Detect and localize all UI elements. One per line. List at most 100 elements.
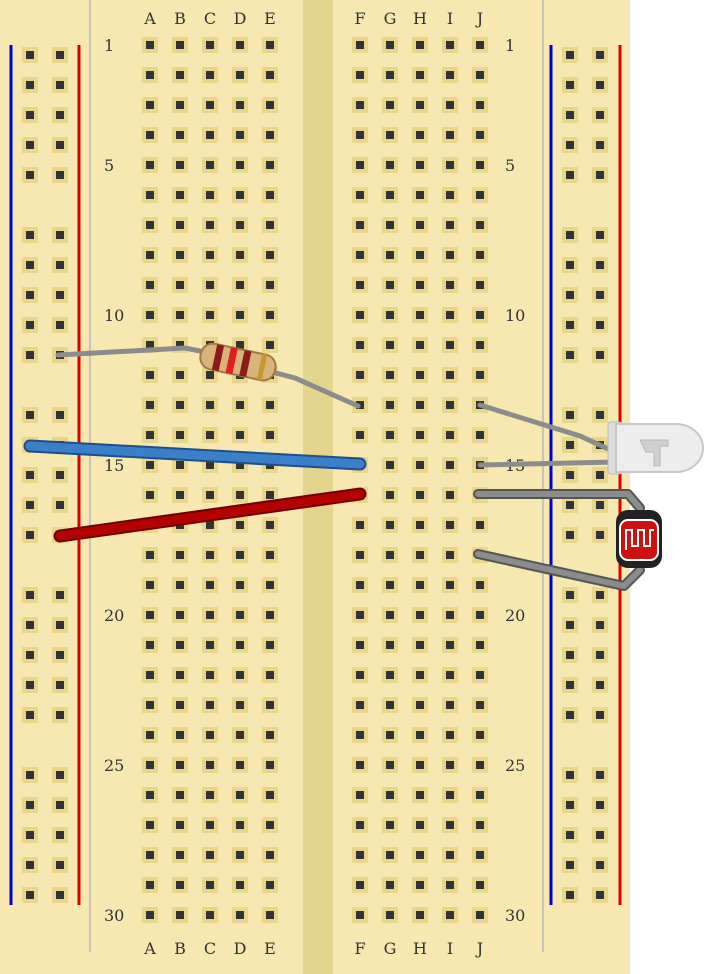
hole — [446, 551, 454, 559]
hole — [176, 191, 184, 199]
hole — [596, 171, 604, 179]
hole — [56, 831, 64, 839]
hole — [176, 341, 184, 349]
led[interactable] — [607, 421, 704, 475]
hole — [206, 71, 214, 79]
hole — [236, 41, 244, 49]
hole — [566, 261, 574, 269]
hole — [266, 851, 274, 859]
column-label-top: G — [384, 9, 397, 28]
hole — [146, 761, 154, 769]
hole — [56, 501, 64, 509]
hole — [176, 371, 184, 379]
hole — [446, 431, 454, 439]
hole — [26, 831, 34, 839]
hole — [176, 401, 184, 409]
hole — [206, 131, 214, 139]
hole — [416, 131, 424, 139]
hole — [386, 41, 394, 49]
hole — [266, 671, 274, 679]
hole — [446, 341, 454, 349]
hole — [386, 911, 394, 919]
hole — [386, 131, 394, 139]
hole — [476, 41, 484, 49]
hole — [236, 701, 244, 709]
hole — [176, 461, 184, 469]
hole — [356, 851, 364, 859]
hole — [566, 501, 574, 509]
hole — [206, 581, 214, 589]
hole — [266, 101, 274, 109]
hole — [176, 701, 184, 709]
hole — [236, 551, 244, 559]
hole — [146, 41, 154, 49]
hole — [386, 641, 394, 649]
hole — [416, 311, 424, 319]
row-number-right: 30 — [505, 906, 525, 925]
hole — [26, 621, 34, 629]
hole — [476, 911, 484, 919]
hole — [56, 171, 64, 179]
hole — [56, 471, 64, 479]
hole — [566, 141, 574, 149]
hole — [416, 881, 424, 889]
row-number-left: 25 — [104, 756, 124, 775]
hole — [146, 251, 154, 259]
hole — [236, 341, 244, 349]
hole — [386, 881, 394, 889]
hole — [26, 711, 34, 719]
hole — [236, 491, 244, 499]
hole — [236, 521, 244, 529]
hole — [356, 611, 364, 619]
hole — [266, 521, 274, 529]
hole — [266, 251, 274, 259]
hole — [266, 281, 274, 289]
hole — [236, 911, 244, 919]
hole — [596, 141, 604, 149]
column-label-bottom: I — [447, 939, 453, 958]
hole — [206, 611, 214, 619]
hole — [416, 701, 424, 709]
hole — [176, 731, 184, 739]
power-rails — [9, 45, 622, 905]
hole — [266, 581, 274, 589]
hole — [476, 101, 484, 109]
column-label-bottom: E — [264, 939, 276, 958]
hole — [446, 581, 454, 589]
led-lead-2 — [477, 459, 618, 468]
resistor-lead-left — [55, 345, 208, 358]
hole — [446, 821, 454, 829]
hole — [446, 371, 454, 379]
resistor[interactable] — [198, 341, 278, 382]
row-number-right: 20 — [505, 606, 525, 625]
hole — [206, 41, 214, 49]
hole — [446, 221, 454, 229]
hole — [146, 791, 154, 799]
hole — [236, 131, 244, 139]
hole — [416, 281, 424, 289]
hole — [236, 161, 244, 169]
hole — [146, 881, 154, 889]
photoresistor-track — [625, 529, 654, 550]
hole — [176, 431, 184, 439]
hole — [146, 581, 154, 589]
hole — [416, 641, 424, 649]
hole — [56, 621, 64, 629]
hole — [206, 911, 214, 919]
hole — [566, 351, 574, 359]
led-anvil — [639, 439, 669, 467]
hole — [266, 161, 274, 169]
hole — [356, 671, 364, 679]
hole — [356, 191, 364, 199]
photoresistor[interactable] — [616, 510, 662, 568]
hole — [176, 581, 184, 589]
hole — [56, 51, 64, 59]
hole — [236, 101, 244, 109]
hole — [266, 551, 274, 559]
hole — [476, 761, 484, 769]
hole — [386, 521, 394, 529]
hole — [56, 231, 64, 239]
hole — [566, 321, 574, 329]
hole — [476, 251, 484, 259]
hole — [416, 41, 424, 49]
